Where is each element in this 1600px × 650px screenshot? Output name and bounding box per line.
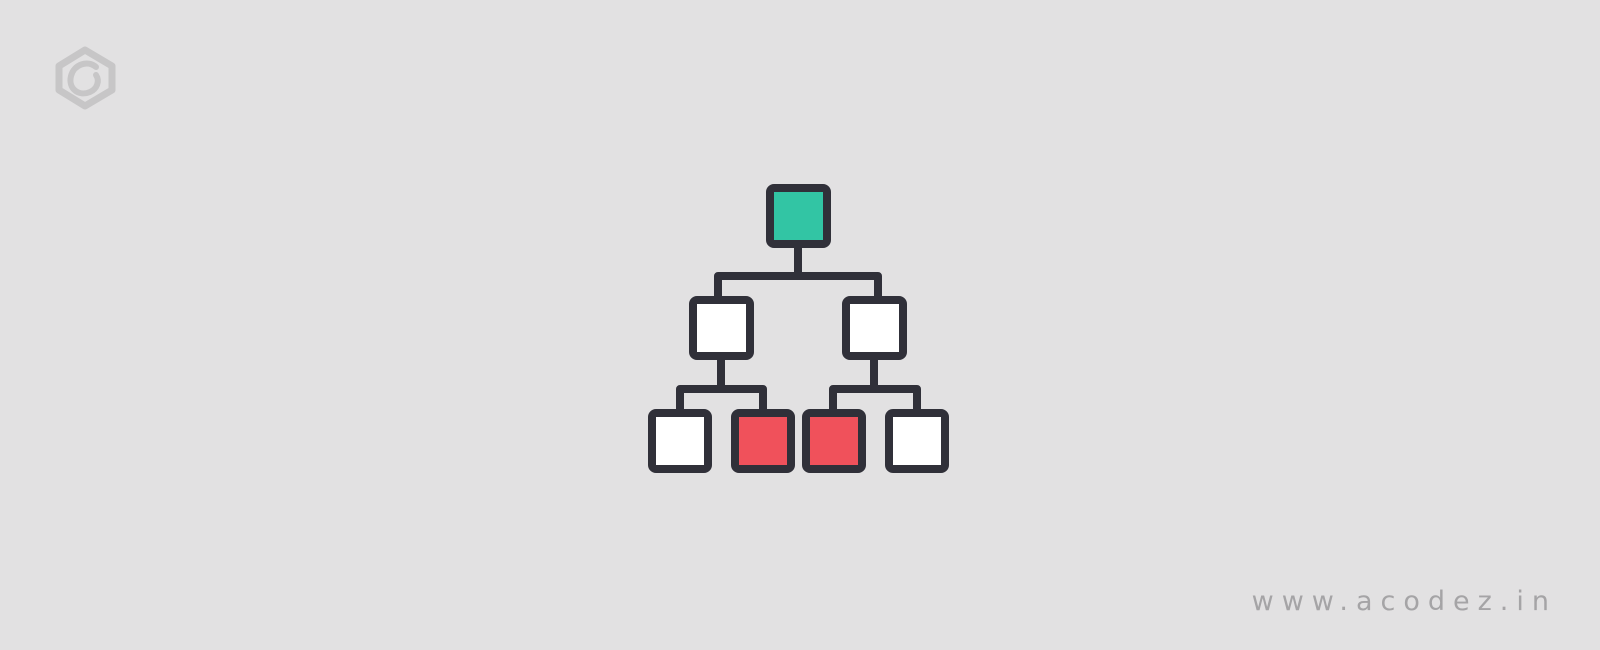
left-branch-connector bbox=[676, 352, 767, 414]
right-branch-connector bbox=[829, 352, 921, 414]
leaf-node-4 bbox=[885, 409, 949, 473]
leaf-node-2 bbox=[731, 409, 795, 473]
website-url: www.acodez.in bbox=[1251, 586, 1557, 617]
root-node bbox=[766, 184, 831, 248]
acodez-logo-icon bbox=[55, 46, 116, 110]
level-two-left-node bbox=[689, 296, 754, 360]
connector-lines bbox=[676, 240, 921, 414]
level-two-right-node bbox=[842, 296, 907, 360]
leaf-node-3 bbox=[802, 409, 866, 473]
root-connector bbox=[714, 240, 882, 303]
leaf-node-1 bbox=[648, 409, 712, 473]
